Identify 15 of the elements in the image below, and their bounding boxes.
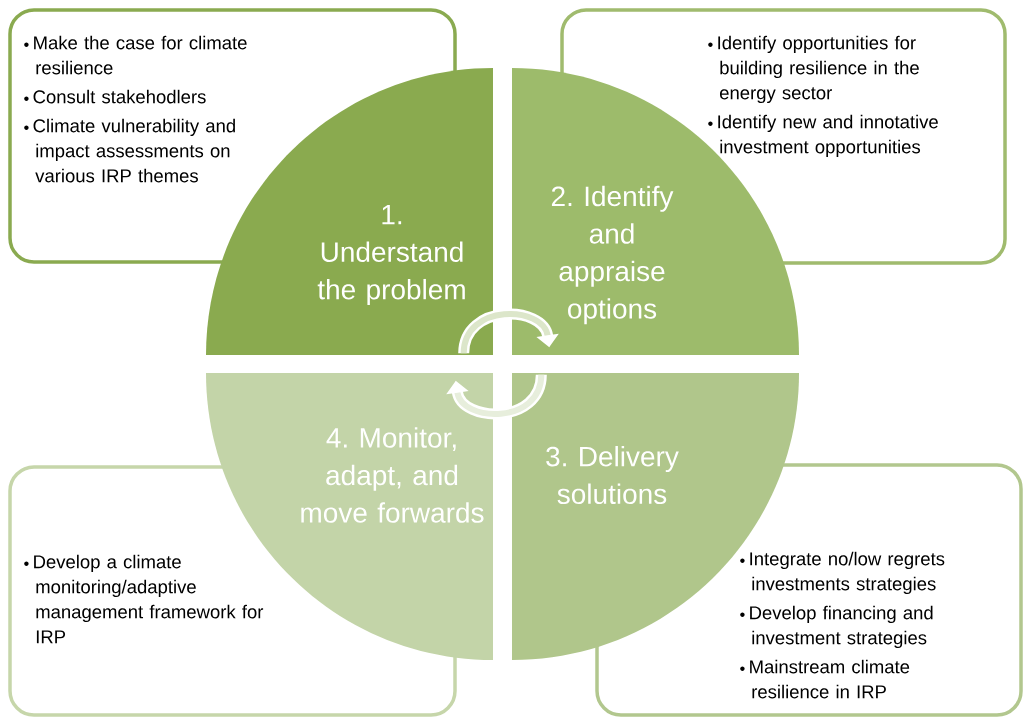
cycle-arrow	[458, 308, 559, 354]
cycle-arrow	[446, 374, 547, 420]
bullet-item: Identify opportunities for building resilience in the energy sector	[718, 35, 919, 104]
bullet-item: Mainstream climate resilience in IRP	[750, 659, 910, 699]
bullet-item: Climate vulnerability and impact assessments on various IRP themes	[33, 118, 235, 183]
quadrant-title: 2. Identify and appraise options	[551, 185, 674, 325]
bullet-item: Integrate no/low regrets investments strategies	[750, 551, 945, 595]
bullet-item: Develop financing and investment strategies	[750, 605, 933, 649]
bullet-item: Identify new and innotative investment opportunities	[718, 114, 938, 158]
quadrant-title: 4. Monitor, adapt, and move forwards	[301, 427, 484, 523]
bullet-item: Develop a climate monitoring/adaptive management framework for IRP	[34, 554, 264, 644]
quadrant-title: 3. Delivery solutions	[546, 446, 679, 505]
bullet-item: Consult stakehodlers	[33, 89, 206, 104]
quadrant-title: 1. Understand the problem	[317, 204, 465, 306]
bullet-item: Make the case for climate resilience	[34, 35, 247, 75]
